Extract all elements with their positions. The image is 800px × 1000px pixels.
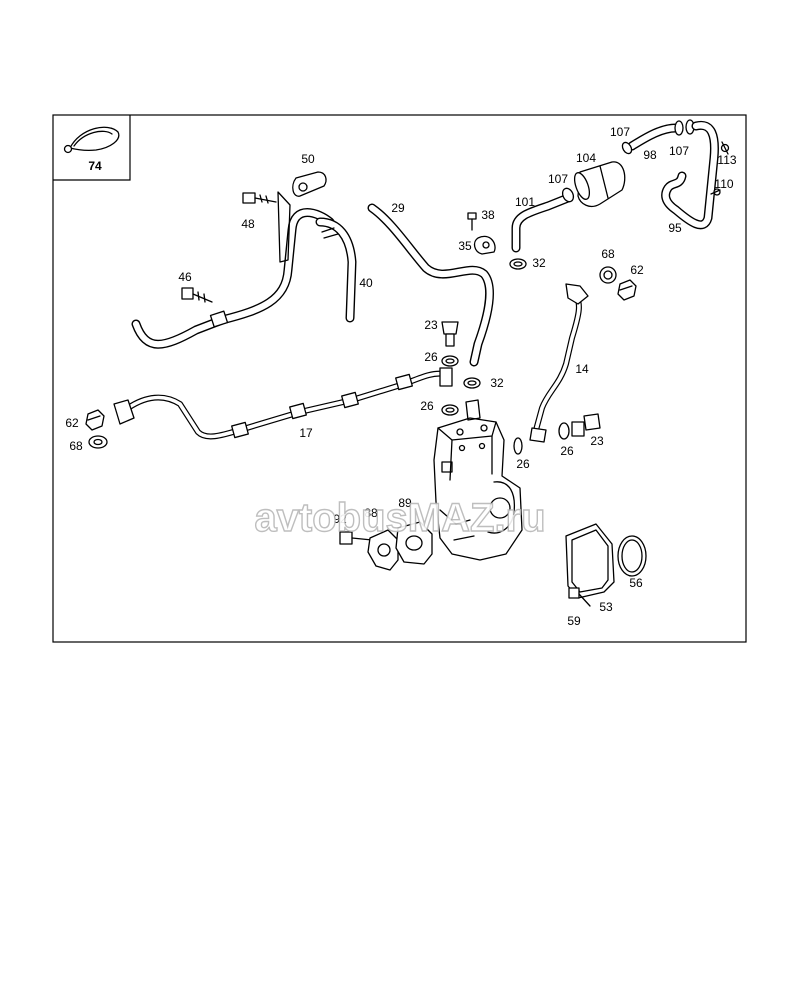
callout-26-right-b: 26 (560, 444, 574, 458)
washer-26-right-b-icon (558, 422, 570, 440)
callout-59: 59 (567, 614, 581, 628)
callout-26-middle: 26 (420, 399, 434, 413)
clamp-32-upper-icon (509, 258, 527, 270)
callout-107-left: 107 (548, 172, 568, 186)
callout-62-right: 62 (630, 263, 644, 277)
callout-35: 35 (458, 239, 472, 253)
callout-107-top: 107 (610, 125, 630, 139)
callout-26-right-a: 26 (516, 457, 530, 471)
callout-98: 98 (643, 148, 657, 162)
clamp-107-left-icon (561, 187, 575, 203)
gasket-89-icon (395, 521, 433, 565)
callout-48: 48 (241, 217, 255, 231)
hose-101-icon (511, 193, 573, 253)
washer-68-right-icon (599, 266, 617, 284)
bolt-48-icon (242, 192, 277, 204)
diagram-frame (52, 114, 747, 643)
banjo-bolt-23-upper-icon (441, 321, 459, 347)
callout-32-lower: 32 (490, 376, 504, 390)
bolt-92-icon (339, 531, 373, 545)
callout-26-upper: 26 (424, 350, 438, 364)
callout-32-upper: 32 (532, 256, 546, 270)
gasket-88-icon (367, 529, 399, 571)
callout-68-right: 68 (601, 247, 615, 261)
callout-95: 95 (668, 221, 682, 235)
callout-labels: 50 48 46 40 29 38 35 32 101 107 104 107 … (65, 125, 737, 628)
callout-29: 29 (391, 201, 405, 215)
bracket-pipe-icon (131, 191, 335, 349)
pipe-14-icon (529, 283, 589, 443)
clip-35-icon (473, 235, 496, 255)
callout-53: 53 (599, 600, 613, 614)
hose-98-icon (621, 119, 695, 155)
hose-95-icon (661, 120, 719, 230)
plug-62-left-icon (85, 409, 105, 431)
bracket-50-icon (292, 171, 327, 197)
fitting-113-icon (720, 141, 730, 155)
clamp-32-lower-icon (463, 377, 481, 389)
callout-50: 50 (301, 152, 315, 166)
washer-26-upper-icon (441, 355, 459, 367)
callout-14: 14 (575, 362, 589, 376)
washer-26-right-a-icon (513, 437, 523, 455)
clamp-74-icon (63, 126, 120, 154)
pipe-17-icon (113, 367, 453, 440)
plug-62-right-icon (617, 279, 637, 301)
washer-26-middle-icon (441, 404, 459, 416)
inset-callout: 74 (88, 159, 102, 173)
callout-104: 104 (576, 151, 596, 165)
compressor-icon (433, 399, 523, 561)
bolt-59-icon (568, 587, 591, 607)
callout-92: 92 (333, 512, 347, 526)
cover-plate-53-icon (565, 523, 615, 599)
callout-62-left: 62 (65, 416, 79, 430)
hose-40-icon (315, 217, 357, 323)
callout-101: 101 (515, 195, 535, 209)
filter-104-icon (573, 161, 626, 208)
hose-29-icon (367, 203, 495, 367)
callout-23-upper: 23 (424, 318, 438, 332)
watermark-text: avtobusMAZ.ru (254, 496, 545, 540)
bolt-46-icon (181, 287, 213, 303)
callout-17: 17 (299, 426, 313, 440)
gasket-56-icon (617, 535, 647, 577)
callout-89: 89 (398, 496, 412, 510)
callout-56: 56 (629, 576, 643, 590)
callout-107-right: 107 (669, 144, 689, 158)
callout-40: 40 (359, 276, 373, 290)
callout-23-right: 23 (590, 434, 604, 448)
callout-110: 110 (714, 177, 733, 191)
bolt-38-icon (467, 212, 477, 231)
callout-88: 88 (364, 506, 378, 520)
callout-46: 46 (178, 270, 192, 284)
banjo-bolt-23-right-icon (571, 413, 601, 437)
callout-38: 38 (481, 208, 495, 222)
washer-68-left-icon (88, 435, 108, 449)
inset-box (53, 115, 131, 181)
fitting-110-icon (710, 188, 721, 196)
callout-113: 113 (717, 153, 736, 167)
callout-68-left: 68 (69, 439, 83, 453)
